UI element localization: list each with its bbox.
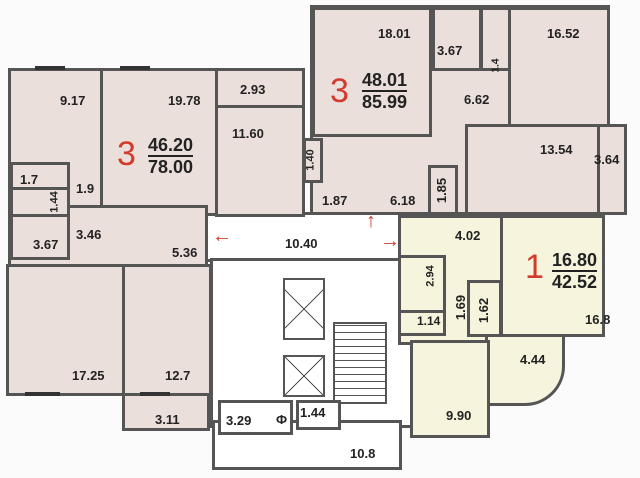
bathroom <box>432 7 482 71</box>
total-area: 42.52 <box>552 272 598 292</box>
room <box>215 105 305 217</box>
living-area: 46.20 <box>148 135 194 157</box>
room-area: 1.62 <box>476 297 492 324</box>
room-area: 1.4 <box>490 58 502 73</box>
room-area: 9.17 <box>60 93 86 108</box>
apartment-room-count: 3 <box>117 135 136 173</box>
room-area: 3.11 <box>155 412 180 427</box>
room-area: 2.94 <box>424 265 437 287</box>
room-area: 3.64 <box>594 152 620 167</box>
entrance-arrow-icon: → <box>380 230 400 252</box>
room-area: 12.7 <box>165 368 191 383</box>
toilet <box>303 138 323 183</box>
room-area: 3.46 <box>76 227 102 242</box>
kitchen <box>122 264 212 396</box>
apartment-room-count: 3 <box>330 72 349 110</box>
room-area-hall: 10.40 <box>285 236 318 251</box>
room-area-vestibule: 3.29 <box>226 413 252 428</box>
room-area: 13.54 <box>540 142 573 157</box>
elevator-icon <box>283 355 325 397</box>
room-area: 3.67 <box>437 43 463 58</box>
room-area: 16.8 <box>585 312 611 327</box>
room-area: 3.67 <box>33 237 59 252</box>
room-area: 1.69 <box>453 294 469 321</box>
room-area-storage: 1.44 <box>300 405 326 420</box>
room-area: 1.9 <box>76 181 95 196</box>
apartment-room-count: 1 <box>525 248 544 286</box>
living-area: 48.01 <box>362 70 408 92</box>
room-area: 18.01 <box>378 26 411 41</box>
room-area: 17.25 <box>72 368 105 383</box>
kitchen <box>410 340 490 438</box>
living-area: 16.80 <box>552 250 598 272</box>
room-area-bottom: 10.8 <box>350 446 376 461</box>
storage <box>296 400 341 430</box>
total-area: 78.00 <box>148 157 194 177</box>
entrance-arrow-icon: ↑ <box>366 210 376 232</box>
toilet <box>10 187 70 217</box>
room <box>500 215 605 337</box>
room <box>6 264 126 396</box>
toilet <box>398 310 446 336</box>
room <box>10 162 70 190</box>
room-area: 4.44 <box>520 352 546 367</box>
balcony <box>485 334 565 406</box>
closet <box>467 280 502 337</box>
room <box>215 68 305 108</box>
room-area: 1.85 <box>434 177 450 204</box>
room-area: 4.02 <box>455 228 481 243</box>
room-area: 11.60 <box>232 126 264 141</box>
elevator-icon <box>283 278 325 340</box>
entrance-arrow-icon: ← <box>212 225 232 247</box>
room <box>508 7 610 127</box>
room-area: 19.78 <box>168 93 201 108</box>
total-area: 85.99 <box>362 92 408 112</box>
room-area: 1.40 <box>304 149 317 171</box>
room-area: 1.87 <box>322 193 348 208</box>
room-area: 1.7 <box>20 172 39 187</box>
shaft-label: Ф <box>276 412 288 427</box>
room-area: 1.14 <box>417 314 441 328</box>
room-area: 2.93 <box>240 82 266 97</box>
room <box>312 7 432 137</box>
bathroom <box>10 214 70 260</box>
room-area: 5.36 <box>172 245 198 260</box>
vestibule <box>218 400 293 435</box>
room-area: 9.90 <box>446 408 472 423</box>
room-area: 6.62 <box>464 92 490 107</box>
stairs <box>333 322 387 404</box>
room-area: 16.52 <box>547 26 580 41</box>
room-area: 6.18 <box>390 193 416 208</box>
room-area: 1.44 <box>48 191 61 213</box>
room <box>465 124 600 215</box>
bathroom <box>398 255 446 313</box>
loggia <box>597 124 627 215</box>
closet <box>428 165 458 215</box>
